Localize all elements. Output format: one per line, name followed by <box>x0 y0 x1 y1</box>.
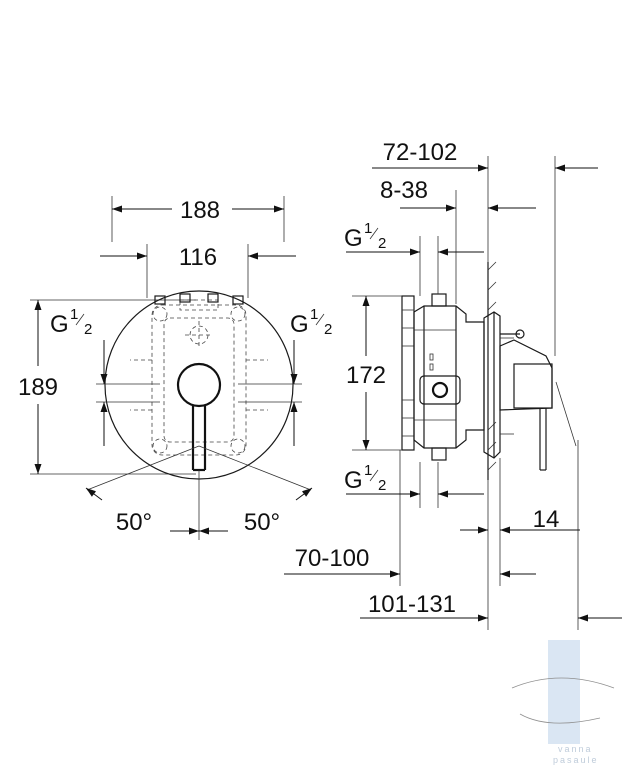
fixing-tabs <box>154 293 244 305</box>
thread-right-den: 2 <box>324 321 332 338</box>
dimension-72-102: 72-102 <box>372 139 598 172</box>
thread-right-num: 1 <box>310 306 318 323</box>
mounting-frame <box>401 295 415 451</box>
angle-lines: 50° 50° <box>85 445 313 540</box>
dimension-14: 14 <box>460 506 580 534</box>
dimension-72-102-label: 72-102 <box>383 139 458 166</box>
thread-top-den: 2 <box>378 235 386 252</box>
wall-surface <box>487 261 497 480</box>
front-view: 188 116 189 <box>18 196 332 540</box>
watermark-text: vanna <box>558 744 593 754</box>
thread-right-main: G <box>290 311 309 338</box>
thread-bottom-num: 1 <box>364 462 372 479</box>
cover-plate-side <box>483 311 514 459</box>
concealed-body-outline <box>130 299 268 456</box>
dimension-188-label: 188 <box>180 197 220 224</box>
angle-left-label: 50° <box>116 509 152 536</box>
dimension-70-100: 70-100 <box>284 545 536 578</box>
thread-top-num: 1 <box>364 220 372 237</box>
valve-body <box>413 293 485 461</box>
watermark-text-2: pasaule <box>553 755 599 765</box>
dimension-172: 172 <box>346 296 386 450</box>
thread-left-num: 1 <box>70 306 78 323</box>
port-right: G 1 2 <box>238 306 332 446</box>
thread-bottom-side: G 1 2 <box>344 462 484 498</box>
angle-right-label: 50° <box>244 509 280 536</box>
dimension-101-131-label: 101-131 <box>368 591 456 618</box>
dimension-14-label: 14 <box>533 506 560 533</box>
dimension-172-label: 172 <box>346 362 386 389</box>
dimension-188: 188 <box>112 197 284 224</box>
thread-left-den: 2 <box>84 321 92 338</box>
thread-left-main: G <box>50 311 69 338</box>
dimension-101-131: 101-131 <box>360 591 622 622</box>
dimension-189: 189 <box>18 300 58 474</box>
thread-bottom-main: G <box>344 467 363 494</box>
thread-bottom-den: 2 <box>378 477 386 494</box>
handle-hub <box>176 362 222 408</box>
dimension-70-100-label: 70-100 <box>295 545 370 572</box>
thread-top-side: G 1 2 <box>344 220 484 256</box>
port-left: G 1 2 <box>50 306 160 446</box>
side-view: 72-102 8-38 G 1 2 172 G 1 <box>284 139 622 630</box>
lever-handle <box>191 405 207 472</box>
watermark-bar <box>548 640 580 744</box>
dimension-8-38: 8-38 <box>380 177 536 212</box>
side-extension-lines <box>352 156 579 630</box>
dimension-189-label: 189 <box>18 374 58 401</box>
watermark-logo: vanna pasaule <box>511 640 615 765</box>
dimension-116-label: 116 <box>179 244 217 271</box>
dimension-116: 116 <box>100 244 296 271</box>
dimension-8-38-label: 8-38 <box>380 177 428 204</box>
cover-plate-circle <box>104 290 294 480</box>
thread-top-main: G <box>344 225 363 252</box>
handle-side <box>499 329 577 471</box>
